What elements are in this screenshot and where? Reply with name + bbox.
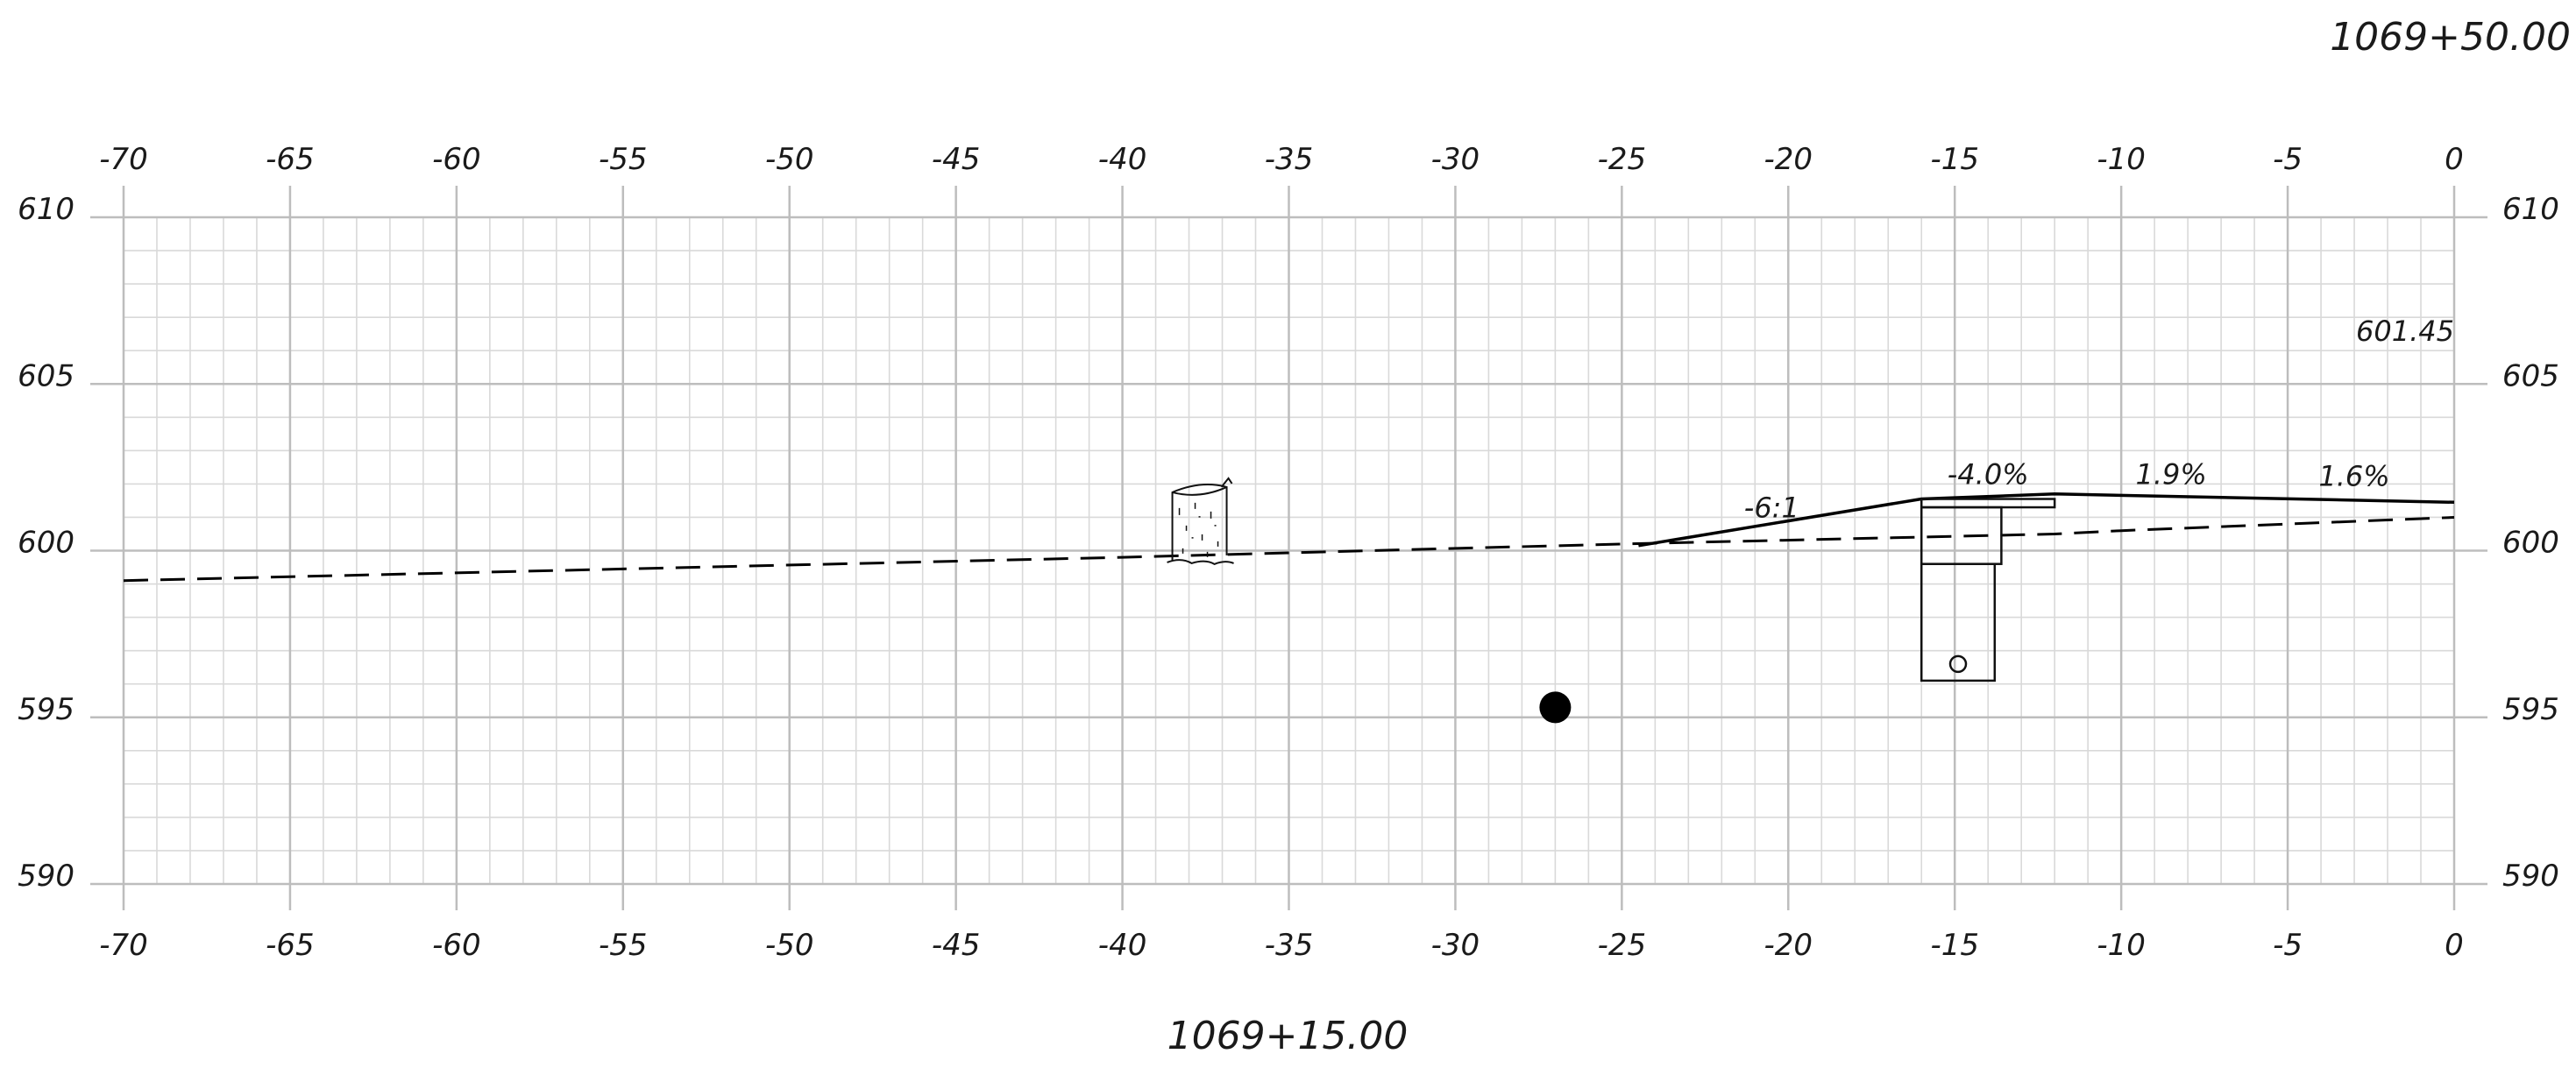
- offset-tick-label: -20: [1764, 928, 1813, 963]
- fill-slope-label: -6:1: [1744, 491, 1799, 524]
- offset-tick-label: -55: [599, 928, 648, 963]
- offset-labels-top: -70-65-60-55-50-45-40-35-30-25-20-15-10-…: [99, 142, 2464, 177]
- offset-tick-label: -20: [1764, 142, 1813, 177]
- offset-tick-label: -60: [432, 142, 481, 177]
- offset-tick-label: -25: [1598, 928, 1647, 963]
- offset-tick-label: -15: [1930, 928, 1979, 963]
- offset-tick-label: -15: [1930, 142, 1979, 177]
- proposed-grade-line: [1638, 492, 2455, 548]
- offset-labels-bottom: -70-65-60-55-50-45-40-35-30-25-20-15-10-…: [99, 928, 2464, 963]
- offset-tick-label: -65: [266, 142, 315, 177]
- major-grid: [90, 186, 2487, 910]
- offset-tick-label: -70: [99, 142, 148, 177]
- shoulder-grade-label: -4.0%: [1948, 457, 2029, 491]
- inlet-box: [1920, 562, 1997, 682]
- station-label-bottom: 1069+15.00: [1167, 1014, 1409, 1058]
- offset-tick-label: -5: [2273, 928, 2303, 963]
- offset-tick-label: 0: [2445, 928, 2464, 963]
- offset-tick-label: -50: [765, 142, 814, 177]
- elevation-tick-label: 595: [18, 692, 75, 727]
- lane-grade-label: 1.9%: [2135, 457, 2206, 491]
- elevation-tick-label: 605: [18, 358, 75, 393]
- offset-tick-label: -45: [932, 142, 981, 177]
- offset-tick-label: -55: [599, 142, 648, 177]
- curb-inlet-structure: [1920, 498, 2056, 682]
- offset-tick-label: -40: [1098, 142, 1147, 177]
- elevation-tick-label: 605: [2502, 358, 2559, 393]
- offset-tick-label: -50: [765, 928, 814, 963]
- offset-tick-label: -30: [1431, 142, 1480, 177]
- existing-ground-line: [123, 516, 2455, 583]
- offset-tick-label: -40: [1098, 928, 1147, 963]
- elevation-labels-right: 610 605 600 595 590: [2502, 192, 2559, 894]
- offset-tick-label: 0: [2445, 142, 2464, 177]
- pipe-marker: [1539, 691, 1572, 724]
- offset-tick-label: -60: [432, 928, 481, 963]
- offset-tick-label: -5: [2273, 142, 2303, 177]
- elevation-tick-label: 610: [18, 192, 75, 227]
- offset-tick-label: -25: [1598, 142, 1647, 177]
- elevation-tick-label: 590: [18, 859, 75, 894]
- offset-tick-label: -65: [266, 928, 315, 963]
- offset-tick-label: -70: [99, 928, 148, 963]
- offset-tick-label: -30: [1431, 928, 1480, 963]
- profile-lines: [123, 492, 2455, 583]
- offset-tick-label: -45: [932, 928, 981, 963]
- lane-grade-label: 1.6%: [2318, 459, 2389, 492]
- elevation-tick-label: 590: [2502, 859, 2559, 894]
- centerline-elevation-label: 601.45: [2356, 315, 2454, 348]
- tree-stump-icon: [1167, 477, 1234, 566]
- station-label-top: 1069+50.00: [2330, 15, 2571, 60]
- inlet-pipe-opening: [1948, 654, 1968, 674]
- elevation-labels-left: 610 605 600 595 590: [18, 192, 75, 894]
- offset-tick-label: -10: [2097, 928, 2146, 963]
- elevation-tick-label: 600: [2502, 526, 2559, 561]
- offset-tick-label: -35: [1265, 142, 1314, 177]
- offset-tick-label: -35: [1265, 928, 1314, 963]
- elevation-tick-label: 600: [18, 526, 75, 561]
- offset-tick-label: -10: [2097, 142, 2146, 177]
- elevation-tick-label: 610: [2502, 192, 2559, 227]
- elevation-tick-label: 595: [2502, 692, 2559, 727]
